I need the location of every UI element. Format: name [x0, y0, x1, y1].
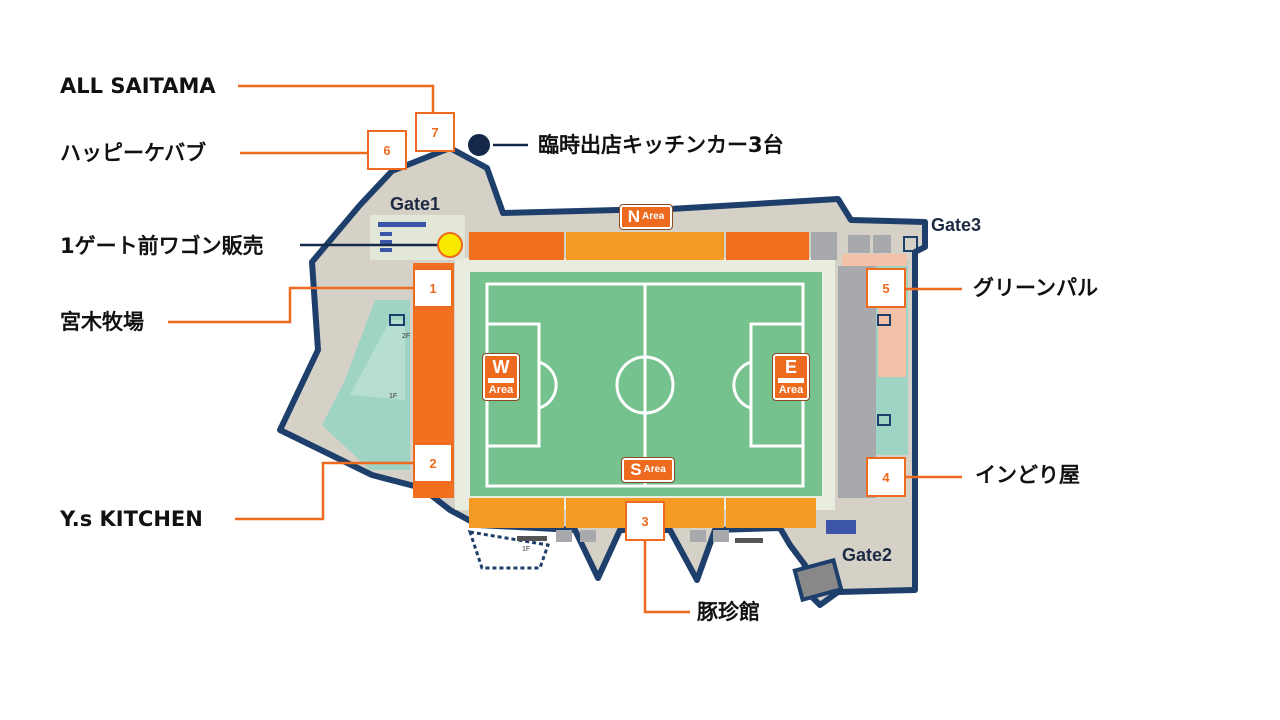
- north-stand-right: [726, 232, 809, 260]
- west-stairs: [350, 320, 405, 400]
- north-stand-center: [566, 232, 724, 260]
- label-happy-kebab: ハッピーケバブ: [60, 141, 207, 165]
- e-area-badge: E Area: [772, 353, 810, 401]
- gate2-label: Gate2: [842, 545, 893, 565]
- e-area-bar: [778, 378, 804, 383]
- label-ys-kitchen: Y.s KITCHEN: [60, 507, 203, 531]
- e-area-letter: E: [784, 357, 797, 377]
- gate2-stairs: [792, 557, 844, 603]
- leader-ys-kitchen: [235, 461, 413, 521]
- w-area-letter: W: [492, 357, 510, 377]
- kitchen-car-marker: [466, 132, 492, 158]
- e-area-word: Area: [778, 384, 804, 396]
- label-tonchinkan: 豚珍館: [697, 600, 760, 624]
- s-area-letter: S: [630, 460, 642, 479]
- south-turnstiles: [517, 536, 763, 543]
- stair-marks: [389, 236, 918, 426]
- leader-tonchinkan: [643, 541, 690, 614]
- south-grey-d: [713, 530, 729, 542]
- n-area-word: Area: [642, 211, 665, 222]
- gate2-turnstiles: [826, 520, 856, 534]
- north-stand-left: [469, 232, 564, 260]
- south-grey-c: [690, 530, 706, 542]
- number-box-2[interactable]: 2: [413, 443, 453, 483]
- leader-all-saitama: [238, 84, 435, 113]
- leader-lines: [168, 84, 962, 614]
- north-east-block-a: [848, 235, 870, 253]
- s-area-badge: S Area: [621, 457, 675, 483]
- north-stand-grey: [811, 232, 837, 260]
- east-pink-top: [842, 254, 907, 266]
- floor-1f-south: 1F: [522, 546, 531, 553]
- n-area-badge: N Area: [619, 204, 673, 230]
- number-box-7[interactable]: 7: [415, 112, 455, 152]
- floor-1f-west: 1F: [389, 393, 398, 400]
- number-box-3[interactable]: 3: [625, 501, 665, 541]
- label-indoriya: インどり屋: [975, 463, 1080, 487]
- gate1-turnstiles: [378, 222, 426, 252]
- floor-2f: 2F: [402, 333, 411, 340]
- gate1-label: Gate1: [390, 194, 441, 214]
- w-area-word: Area: [488, 384, 514, 396]
- number-box-4[interactable]: 4: [866, 457, 906, 497]
- leader-miyaki: [168, 286, 413, 324]
- south-grey-a: [556, 530, 572, 542]
- south-grey-b: [580, 530, 596, 542]
- label-all-saitama: ALL SAITAMA: [60, 74, 216, 98]
- number-box-1[interactable]: 1: [413, 268, 453, 308]
- s-area-word: Area: [643, 464, 666, 475]
- label-kitchen-car: 臨時出店キッチンカー3台: [538, 133, 784, 157]
- w-area-bar: [488, 378, 514, 383]
- n-area-letter: N: [627, 207, 641, 226]
- label-green-pal: グリーンパル: [973, 276, 1098, 300]
- label-miyaki: 宮木牧場: [60, 310, 144, 334]
- north-east-block-b: [873, 235, 891, 253]
- south-stand-right: [726, 498, 816, 528]
- w-area-badge: W Area: [482, 353, 520, 401]
- number-box-6[interactable]: 6: [367, 130, 407, 170]
- wagon-marker: [437, 232, 463, 258]
- south-stand-left: [469, 498, 564, 528]
- gate3-label: Gate3: [931, 215, 982, 235]
- label-gate1-wagon: 1ゲート前ワゴン販売: [60, 234, 264, 258]
- number-box-5[interactable]: 5: [866, 268, 906, 308]
